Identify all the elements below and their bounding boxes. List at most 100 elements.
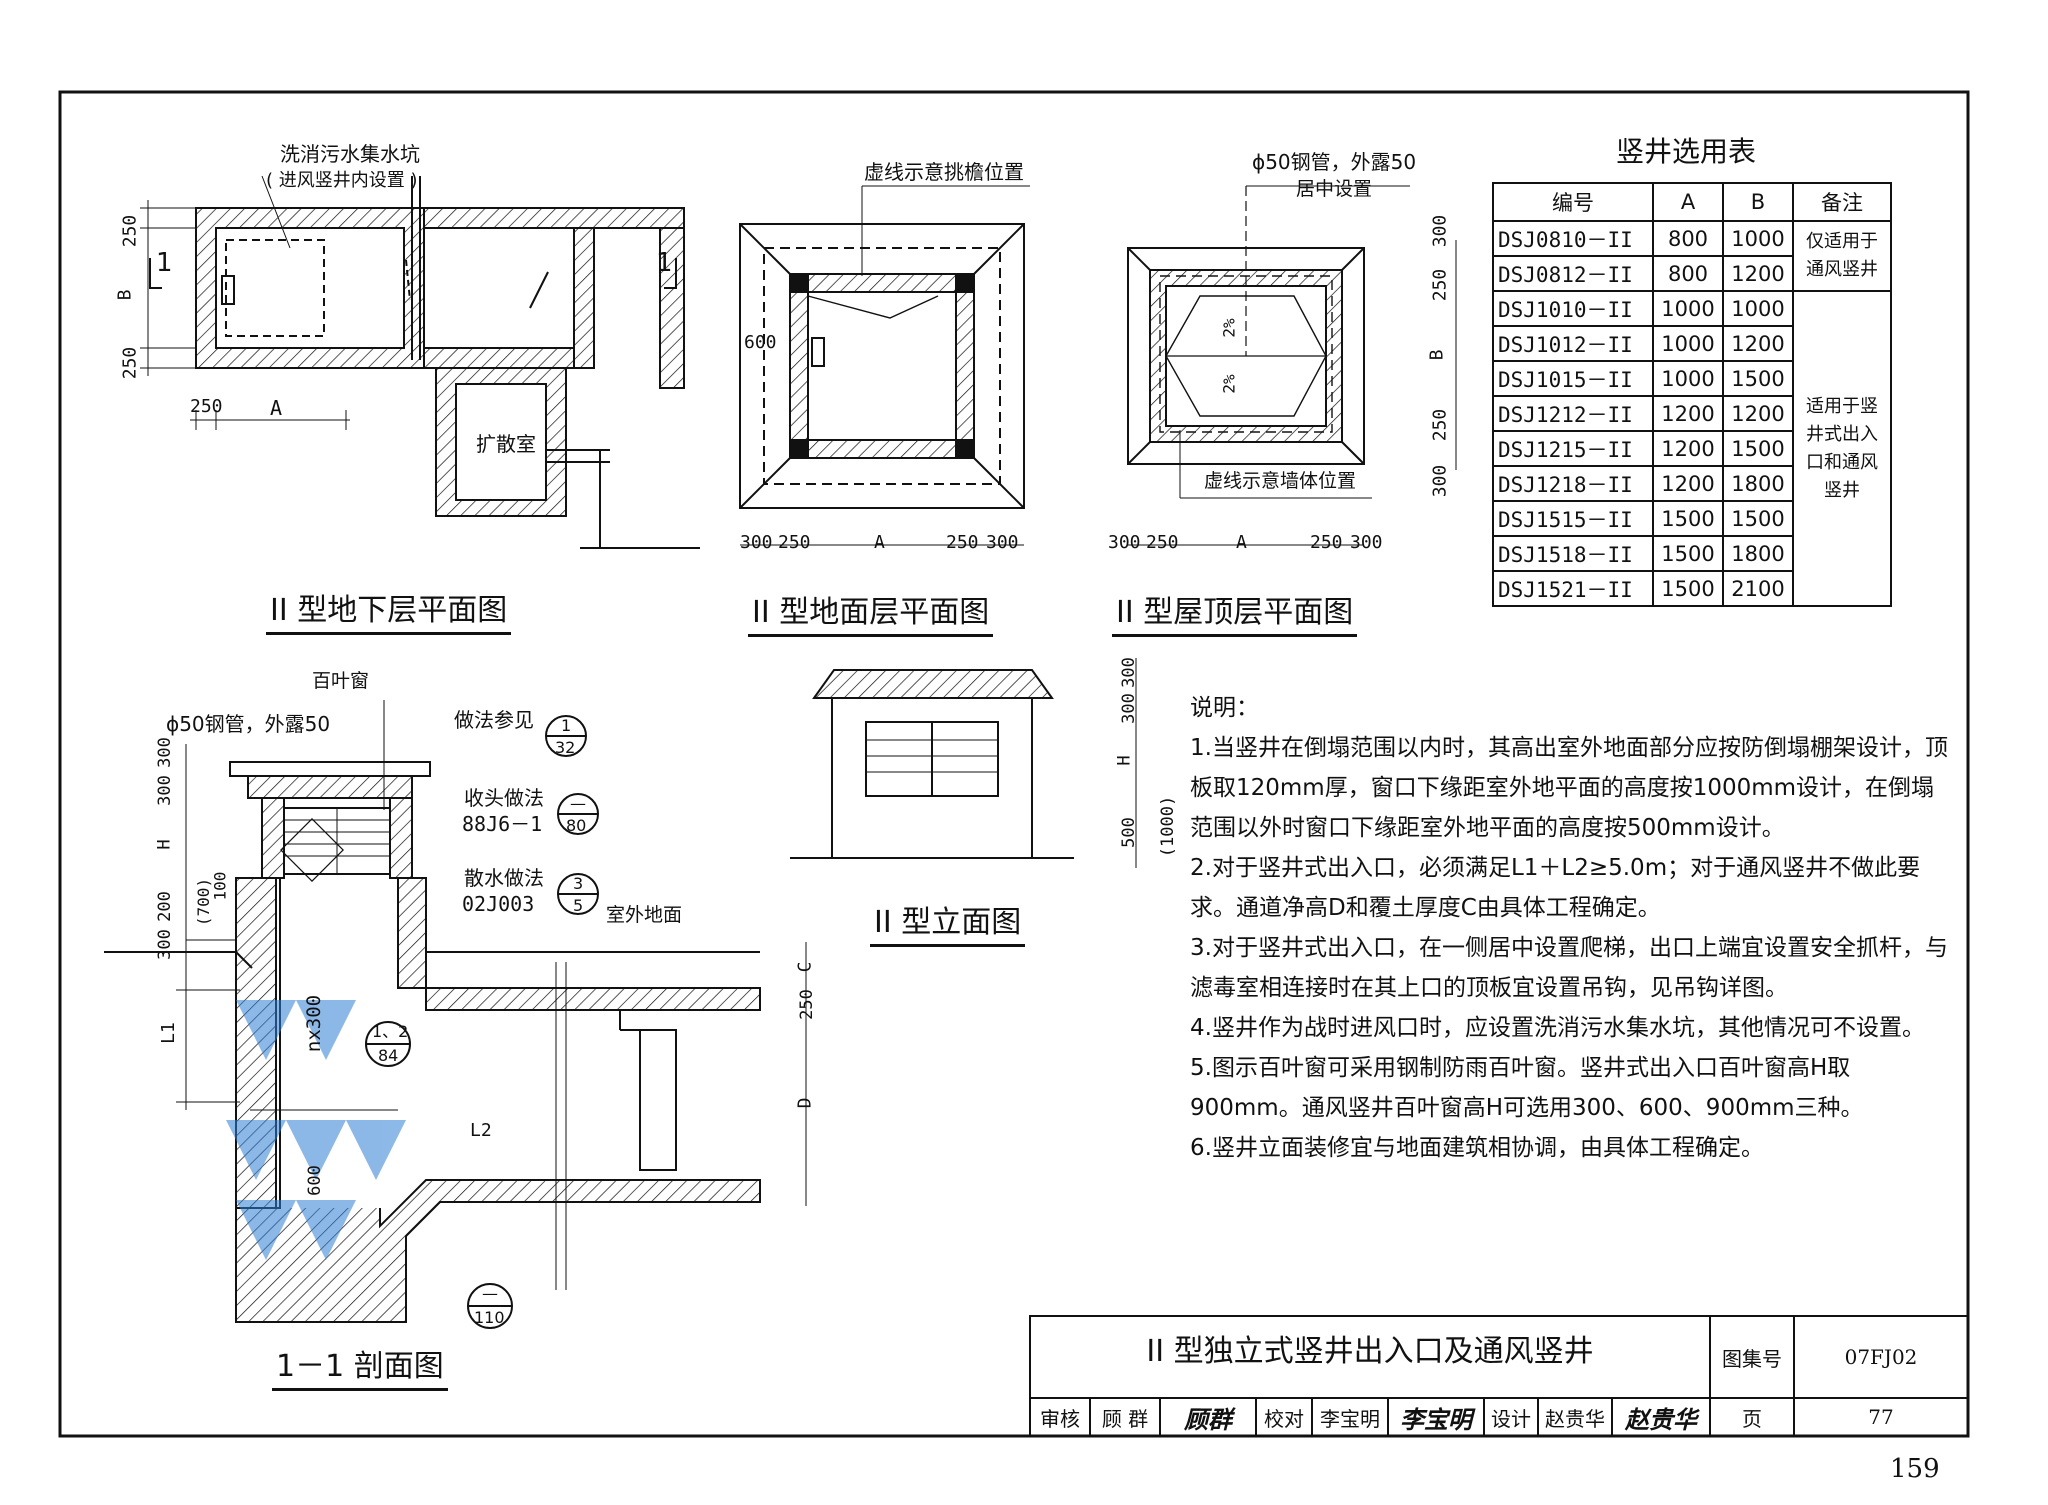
review-name: 顾 群	[1101, 1406, 1149, 1431]
table-title: 竖井选用表	[1616, 135, 1757, 168]
elev-dim-1000: (1000)	[1158, 795, 1179, 858]
ref2-code: 88J6－1	[462, 812, 543, 836]
cell-a: 1500	[1652, 500, 1724, 537]
note-item: 6.竖井立面装修宜与地面建筑相协调，由具体工程确定。	[1190, 1135, 1764, 1161]
sec-dim-100: 100	[210, 871, 230, 901]
cell-b: 1000	[1722, 290, 1794, 327]
section-watermark	[226, 1000, 406, 1260]
cell-a: 800	[1652, 220, 1724, 257]
ground-dim-a: A	[874, 532, 885, 553]
cell-remark-1: 仅适用于通风竖井	[1792, 220, 1892, 292]
ground-plan-title: II 型地面层平面图	[748, 598, 994, 637]
elevation-title: II 型立面图	[870, 908, 1026, 947]
roof-dim-300-l: 300	[1108, 532, 1141, 553]
cell-b: 1800	[1722, 465, 1794, 502]
roof-vdim-250-b: 250	[1429, 408, 1451, 442]
dim-600: 600	[744, 332, 777, 353]
sec-dim-l1: L1	[157, 1022, 179, 1044]
elevation-drawing	[790, 658, 1137, 868]
page-label: 页	[1742, 1406, 1762, 1431]
notes-heading: 说明：	[1190, 695, 1259, 721]
note-item: 1.当竖井在倒塌范围以内时，其高出室外地面部分应按防倒塌棚架设计，顶板取120m…	[1190, 735, 1948, 841]
section-drawing	[104, 700, 807, 1323]
cell-code: DSJ0810－II	[1492, 220, 1654, 257]
ref5-bottom: 110	[474, 1308, 505, 1327]
ground-dim-300-r: 300	[986, 532, 1019, 553]
sec-dim-300-a: 300	[154, 737, 175, 768]
slope-lower: 2%	[1219, 374, 1239, 394]
cell-a: 1200	[1652, 430, 1724, 467]
roof-plan-drawing	[1127, 185, 1457, 546]
cell-b: 1500	[1722, 360, 1794, 397]
col-header-remark: 备注	[1792, 182, 1892, 222]
design-label: 设计	[1491, 1406, 1531, 1431]
roof-dim-250-r: 250	[1310, 532, 1343, 553]
label-eave: 虚线示意挑檐位置	[864, 160, 1024, 184]
design-signature: 赵贵华	[1625, 1404, 1697, 1434]
ground-dim-300-l: 300	[740, 532, 773, 553]
label-ref-3: 散水做法	[464, 866, 544, 890]
cell-a: 1200	[1652, 465, 1724, 502]
cell-b: 1200	[1722, 325, 1794, 362]
cell-b: 1200	[1722, 395, 1794, 432]
label-wall: 虚线示意墙体位置	[1204, 470, 1357, 492]
roof-vdim-300-b: 300	[1429, 464, 1451, 498]
cell-b: 1500	[1722, 430, 1794, 467]
review-label: 审核	[1040, 1406, 1080, 1431]
roof-vdim-250-t: 250	[1429, 268, 1451, 302]
drawing-title: II 型独立式竖井出入口及通风竖井	[1146, 1334, 1594, 1369]
roof-dim-a: A	[1236, 532, 1247, 553]
note-item: 4.竖井作为战时进风口时，应设置洗消污水集水坑，其他情况可不设置。	[1190, 1015, 1925, 1041]
cell-code: DSJ1012－II	[1492, 325, 1654, 362]
elev-dim-h: H	[1114, 755, 1135, 766]
ref4-bottom: 84	[378, 1046, 399, 1065]
dim-b: B	[114, 289, 136, 301]
cell-b: 2100	[1722, 570, 1794, 607]
section-title: 1－1 剖面图	[272, 1352, 448, 1391]
review-signature: 顾群	[1184, 1404, 1232, 1434]
sec-dim-300-c: 300	[154, 929, 175, 960]
note-item: 2.对于竖井式出入口，必须满足L1＋L2≥5.0m；对于通风竖井不做此要求。通道…	[1190, 855, 1921, 921]
roof-vdim-300-t: 300	[1429, 214, 1451, 248]
col-header-b: B	[1722, 182, 1794, 222]
design-name: 赵贵华	[1545, 1406, 1605, 1431]
sec-dim-600: 600	[304, 1165, 325, 1196]
cell-code: DSJ1218－II	[1492, 465, 1654, 502]
sec-dim-nx300: nx300	[303, 994, 326, 1053]
elev-dim-300-a: 300	[1118, 657, 1139, 688]
label-roof-pipe-note: 居中设置	[1296, 178, 1373, 200]
sheet-border	[58, 90, 1970, 1438]
cell-code: DSJ0812－II	[1492, 255, 1654, 292]
title-block-lines	[1029, 1315, 1969, 1437]
reference-circles	[365, 715, 599, 1329]
cell-a: 1500	[1652, 570, 1724, 607]
label-outdoor-ground: 室外地面	[606, 904, 683, 926]
label-sump: 洗消污水集水坑	[280, 142, 420, 166]
cell-a: 1000	[1652, 360, 1724, 397]
cell-a: 1200	[1652, 395, 1724, 432]
ref3-bottom: 5	[573, 896, 584, 915]
atlas-value: 07FJ02	[1844, 1345, 1918, 1369]
ref4-top: 1、2	[372, 1022, 409, 1041]
sec-dim-300-b: 300	[154, 775, 175, 806]
label-diffusion-room: 扩散室	[476, 432, 536, 456]
slope-upper: 2%	[1219, 318, 1239, 338]
label-louver: 百叶窗	[312, 670, 370, 692]
cell-code: DSJ1212－II	[1492, 395, 1654, 432]
label-roof-pipe: ϕ50钢管，外露50	[1252, 150, 1417, 174]
sec-dim-l2: L2	[470, 1120, 492, 1141]
roof-dim-300-r: 300	[1350, 532, 1383, 553]
ref2-top: —	[570, 794, 586, 813]
ref3-code: 02J003	[462, 892, 535, 916]
col-header-a: A	[1652, 182, 1724, 222]
label-ref-2: 收头做法	[464, 786, 544, 810]
label-section-pipe: ϕ50钢管，外露50	[166, 712, 331, 736]
